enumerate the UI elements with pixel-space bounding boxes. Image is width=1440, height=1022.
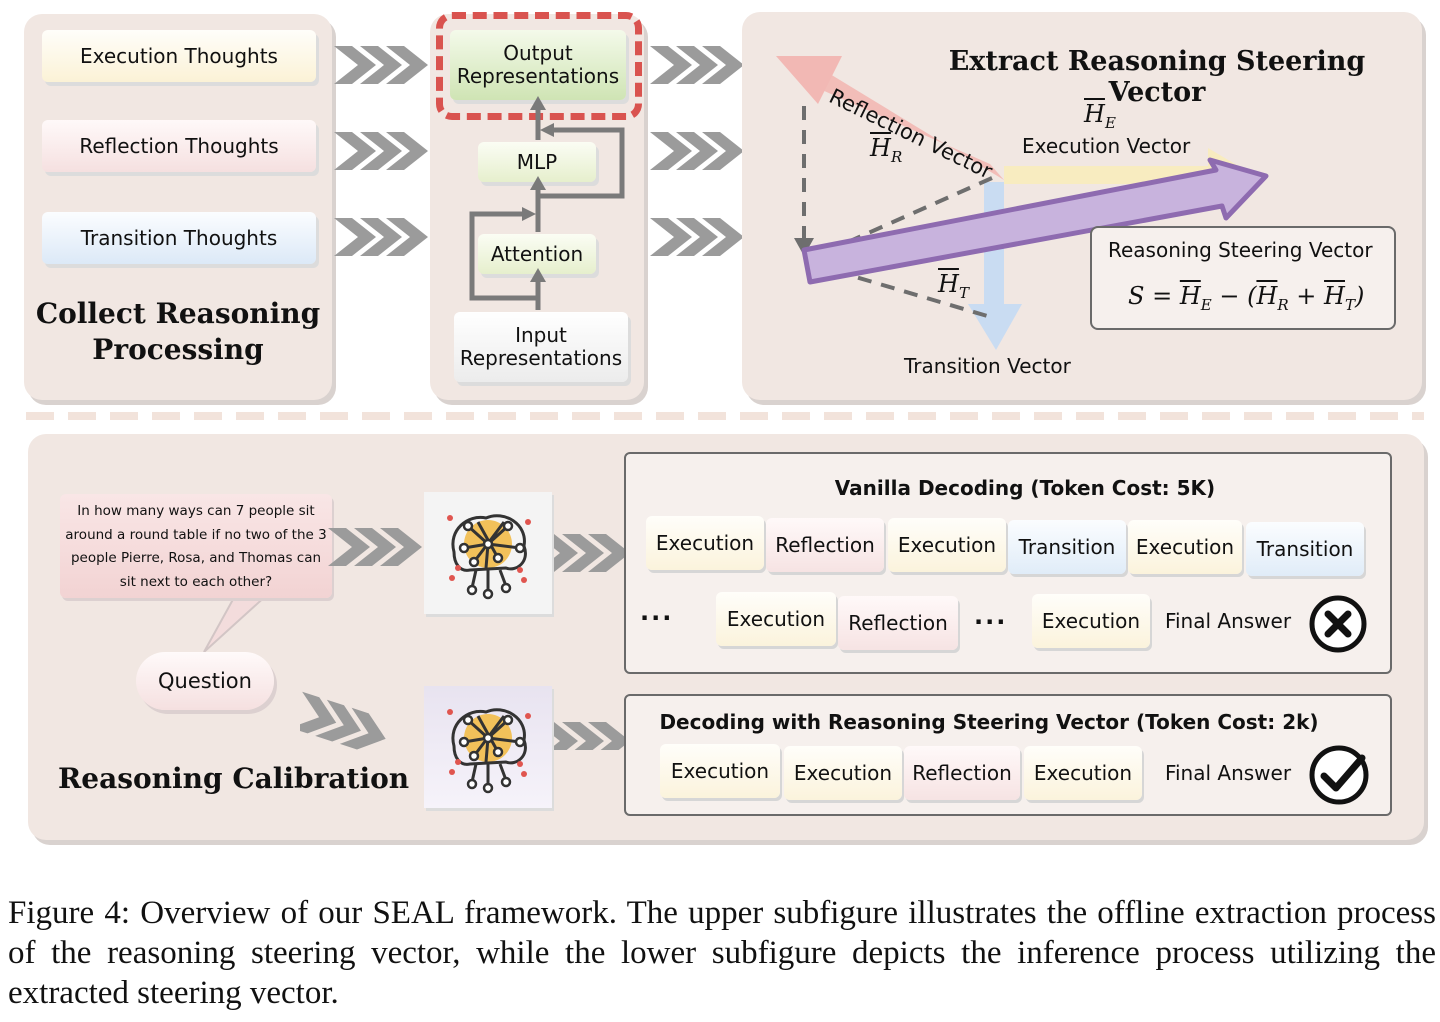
- ellipsis: ···: [640, 604, 674, 632]
- h-r-label: HR: [870, 134, 903, 166]
- question-bubble: In how many ways can 7 people sit around…: [60, 494, 332, 598]
- vanilla-token: Execution: [1032, 594, 1150, 648]
- input-representations-box: Input Representations: [454, 312, 628, 382]
- vanilla-token: Execution: [888, 518, 1006, 572]
- model-connectors: [469, 96, 625, 310]
- reflection-thoughts-box: Reflection Thoughts: [42, 120, 316, 172]
- brain-icon: [424, 492, 552, 614]
- brain-steered-icon: [424, 686, 552, 808]
- correct-answer-icon: [1308, 744, 1370, 806]
- execution-vector-label: Execution Vector: [1022, 134, 1191, 158]
- steered-token: Reflection: [904, 746, 1020, 800]
- extract-title: Extract Reasoning Steering Vector: [948, 46, 1366, 108]
- steered-title: Decoding with Reasoning Steering Vector …: [659, 710, 1319, 734]
- figure-caption: Figure 4: Overview of our SEAL framework…: [8, 895, 1436, 1011]
- vanilla-token: Reflection: [766, 518, 884, 572]
- steering-box-title: Reasoning Steering Vector: [1108, 238, 1373, 262]
- vector-diagram: [776, 56, 1269, 350]
- final-answer-label: Final Answer: [1164, 609, 1292, 633]
- ellipsis: ···: [974, 608, 1008, 636]
- vanilla-token: Execution: [1128, 520, 1242, 574]
- transition-vector-label: Transition Vector: [904, 354, 1071, 378]
- reflection-vector-arrow: [776, 56, 1004, 180]
- mlp-box: MLP: [478, 142, 596, 182]
- steered-token: Execution: [1024, 746, 1142, 800]
- final-answer-label: Final Answer: [1164, 761, 1292, 785]
- h-t-label: HT: [938, 270, 969, 302]
- question-pill: Question: [136, 652, 274, 710]
- steering-formula: S = HE − (HR + HT): [1128, 282, 1365, 314]
- steered-token: Execution: [660, 744, 780, 798]
- vanilla-token: Reflection: [838, 596, 958, 650]
- question-bubble-tail: [203, 593, 271, 653]
- transition-thoughts-box: Transition Thoughts: [42, 212, 316, 264]
- output-representations-box: Output Representations: [450, 30, 626, 100]
- chevron-arrows-bottom: [300, 528, 630, 750]
- wrong-answer-icon: [1308, 594, 1368, 654]
- vanilla-token: Execution: [646, 516, 764, 570]
- vanilla-title: Vanilla Decoding (Token Cost: 5K): [834, 476, 1216, 500]
- h-e-label: HE: [1084, 100, 1116, 132]
- steered-token: Execution: [784, 746, 902, 800]
- steering-vector-arrow: [801, 157, 1269, 285]
- section-divider: [26, 412, 1424, 420]
- chevron-arrows-top-left: [334, 46, 428, 256]
- vanilla-token: Transition: [1008, 520, 1126, 574]
- vanilla-token: Transition: [1246, 522, 1364, 576]
- chevron-arrows-top-right: [650, 46, 744, 256]
- attention-box: Attention: [478, 234, 596, 274]
- execution-thoughts-box: Execution Thoughts: [42, 30, 316, 82]
- vanilla-token: Execution: [716, 592, 836, 646]
- collect-title: Collect Reasoning Processing: [35, 297, 321, 366]
- calibration-title: Reasoning Calibration: [58, 762, 410, 795]
- steering-vector-box: Reasoning Steering Vector S = HE − (HR +…: [1090, 226, 1396, 330]
